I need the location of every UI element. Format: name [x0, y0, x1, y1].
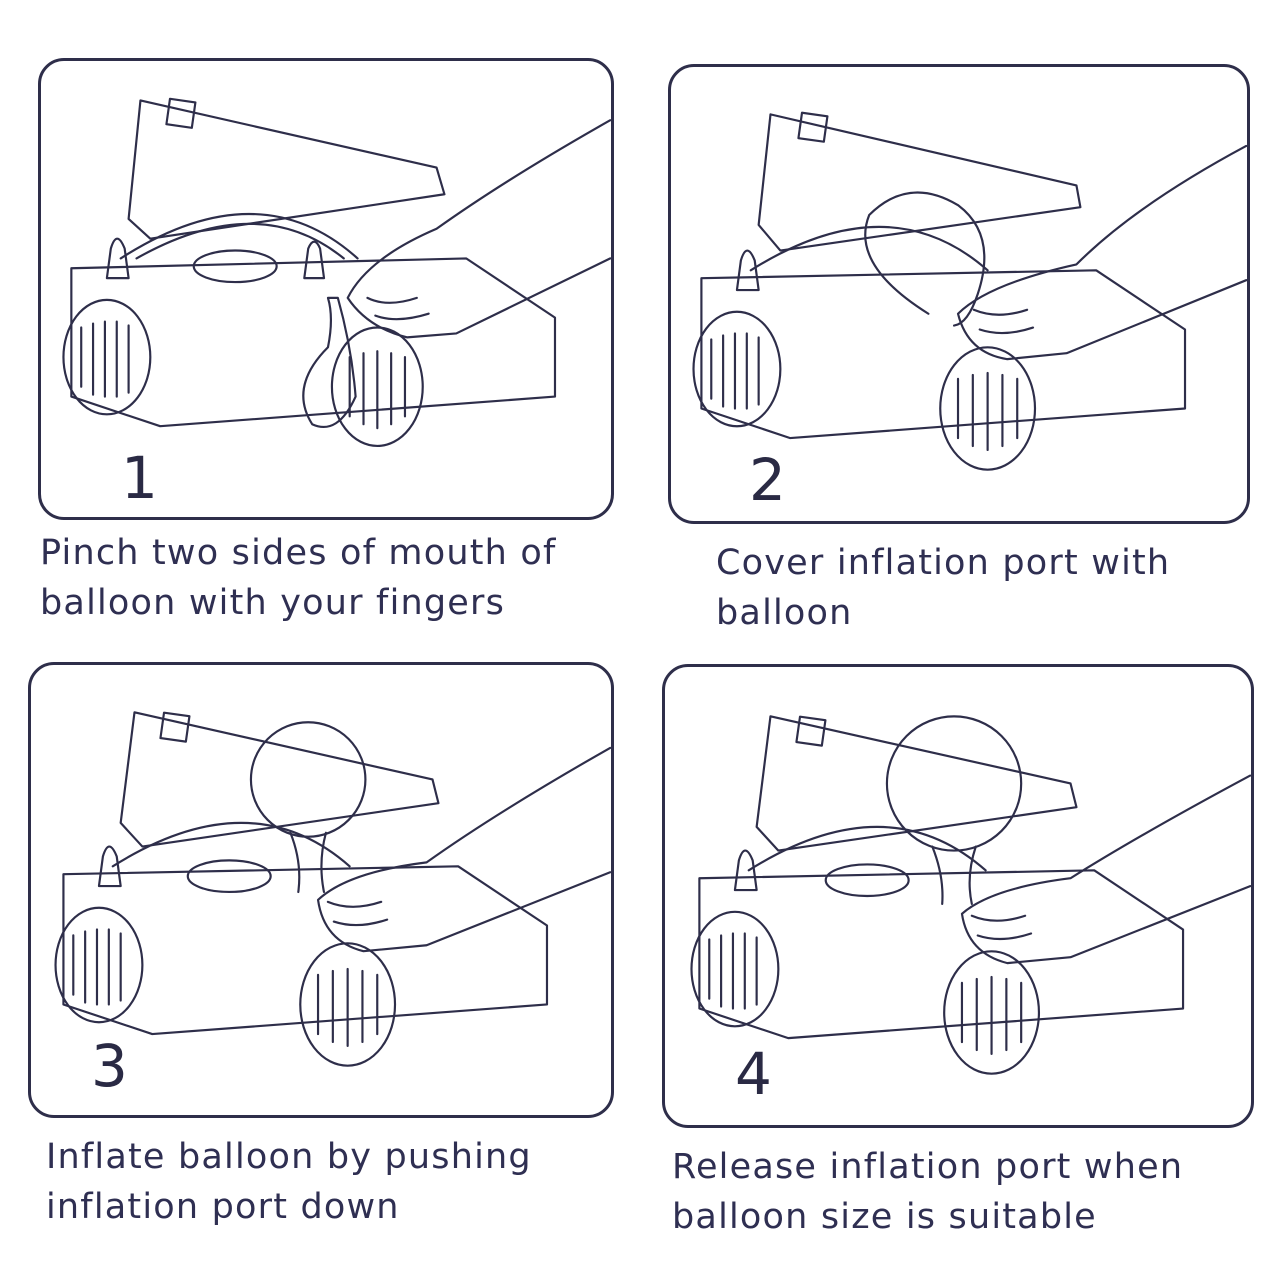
- pump-back-panel: [757, 113, 1082, 252]
- step-3-number: 3: [91, 1032, 128, 1100]
- right-motor-cylinder: [943, 950, 1041, 1075]
- step-4-caption: Release inflation port when balloon size…: [672, 1142, 1183, 1242]
- left-motor-cylinder: [62, 298, 152, 416]
- pump-body: [700, 269, 1187, 440]
- left-motor-cylinder: [54, 906, 144, 1024]
- step-3-illustration: [54, 711, 611, 1067]
- left-motor-cylinder: [692, 310, 782, 428]
- pump-handle-arch: [119, 213, 359, 260]
- balloon-inflating: [249, 721, 367, 838]
- left-nozzle: [735, 249, 760, 292]
- power-switch-icon: [159, 711, 191, 743]
- hand-outline: [960, 774, 1251, 965]
- hand-outline: [956, 144, 1247, 361]
- step-2-caption-line-1: Cover inflation port with: [716, 543, 1171, 583]
- step-1-panel: 1: [38, 58, 614, 520]
- pump-handle-arch: [749, 225, 989, 272]
- step-4-number: 4: [735, 1040, 772, 1108]
- right-nozzle: [303, 240, 326, 280]
- step-1-number: 1: [121, 444, 158, 512]
- step-1-caption-line-2: balloon with your fingers: [40, 583, 506, 623]
- left-nozzle: [733, 849, 758, 892]
- pump-back-panel: [127, 99, 446, 240]
- step-1-illustration: [62, 97, 611, 448]
- pump-body: [70, 257, 557, 428]
- step-2-number: 2: [749, 446, 786, 514]
- step-2-caption-line-2: balloon: [716, 593, 853, 633]
- step-2-caption: Cover inflation port with balloon: [716, 538, 1170, 638]
- right-motor-cylinder: [330, 326, 424, 448]
- pump-center-oval: [192, 249, 278, 284]
- left-nozzle: [105, 237, 130, 280]
- pump-center-oval: [186, 859, 272, 894]
- left-motor-cylinder: [690, 910, 780, 1028]
- right-motor-cylinder: [299, 942, 397, 1067]
- step-1-caption: Pinch two sides of mouth of balloon with…: [40, 528, 556, 628]
- step-3-panel: 3: [28, 662, 614, 1118]
- right-motor-cylinder: [939, 346, 1037, 471]
- power-switch-icon: [165, 97, 197, 129]
- pump-body: [62, 865, 549, 1036]
- hand-outline: [316, 746, 611, 953]
- step-2-panel: 2: [668, 64, 1250, 524]
- pump-center-oval: [824, 863, 910, 898]
- step-4-caption-line-1: Release inflation port when: [672, 1147, 1184, 1187]
- balloon-inflated: [885, 715, 1023, 852]
- step-4-caption-line-2: balloon size is suitable: [672, 1197, 1097, 1237]
- step-2-illustration: [692, 111, 1247, 471]
- power-switch-icon: [795, 715, 827, 747]
- step-1-caption-line-1: Pinch two sides of mouth of: [40, 533, 557, 573]
- step-3-caption: Inflate balloon by pushing inflation por…: [46, 1132, 532, 1232]
- pump-back-panel: [119, 711, 440, 848]
- balloon-deflated: [302, 296, 357, 429]
- step-4-panel: 4: [662, 664, 1254, 1128]
- hand-outline: [346, 119, 611, 339]
- step-3-caption-line-2: inflation port down: [46, 1187, 400, 1227]
- pump-body: [698, 869, 1185, 1040]
- step-3-caption-line-1: Inflate balloon by pushing: [46, 1137, 532, 1177]
- step-4-illustration: [690, 715, 1251, 1075]
- pump-back-panel: [755, 715, 1078, 852]
- left-nozzle: [97, 845, 122, 888]
- power-switch-icon: [797, 111, 829, 143]
